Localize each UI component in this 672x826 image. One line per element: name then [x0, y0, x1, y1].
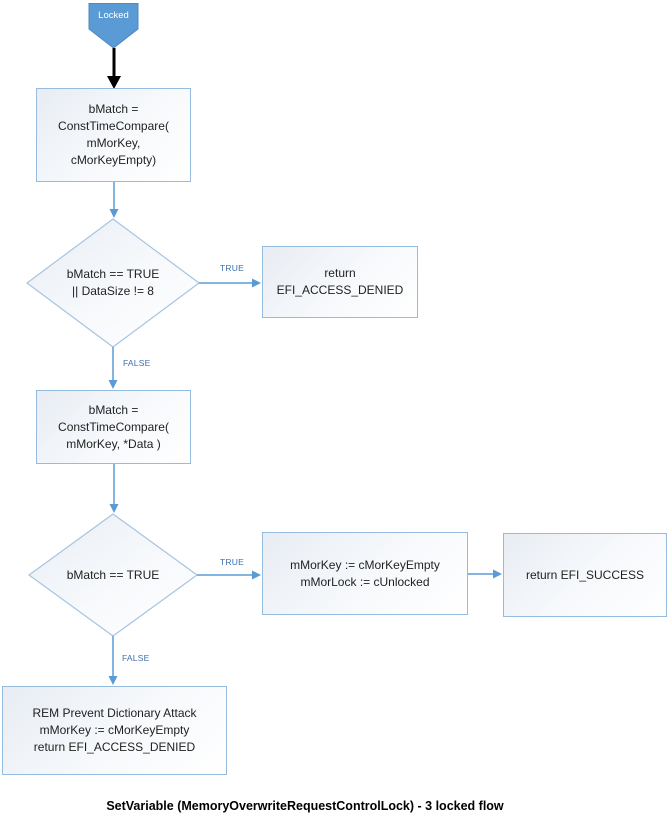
- edge-decision1-true-arrowhead: [252, 278, 261, 288]
- node-return-access-denied: return EFI_ACCESS_DENIED: [262, 246, 418, 318]
- decision-match-or-size-label: bMatch == TRUE || DataSize != 8: [66, 267, 160, 298]
- edge-decision2-false-arrowhead: [108, 676, 118, 685]
- edge-label-false-2: FALSE: [122, 653, 150, 663]
- edge-compare-to-decision1-arrowhead: [109, 209, 119, 218]
- node-clear-key-unlock: mMorKey := cMorKeyEmpty mMorLock := cUnl…: [262, 532, 468, 615]
- decision-match-label: bMatch == TRUE: [66, 568, 160, 582]
- edge-decision1-false-arrowhead: [108, 380, 118, 389]
- edge-clearkey-to-success-arrowhead: [493, 569, 502, 579]
- edge-label-false-1: FALSE: [123, 358, 151, 368]
- node-return-success: return EFI_SUCCESS: [503, 533, 667, 617]
- edge-compare2-to-decision2-arrowhead: [109, 504, 119, 513]
- diagram-caption: SetVariable (MemoryOverwriteRequestContr…: [106, 799, 504, 813]
- edge-label-true-1: TRUE: [220, 263, 244, 273]
- edge-label-true-2: TRUE: [220, 557, 244, 567]
- node-compare-data: bMatch = ConstTimeCompare( mMorKey, *Dat…: [36, 390, 191, 464]
- edge-decision2-true-arrowhead: [252, 570, 261, 580]
- start-label: Locked: [98, 10, 129, 21]
- node-dictionary-attack: REM Prevent Dictionary Attack mMorKey :=…: [2, 686, 227, 775]
- node-compare-empty: bMatch = ConstTimeCompare( mMorKey, cMor…: [36, 88, 191, 182]
